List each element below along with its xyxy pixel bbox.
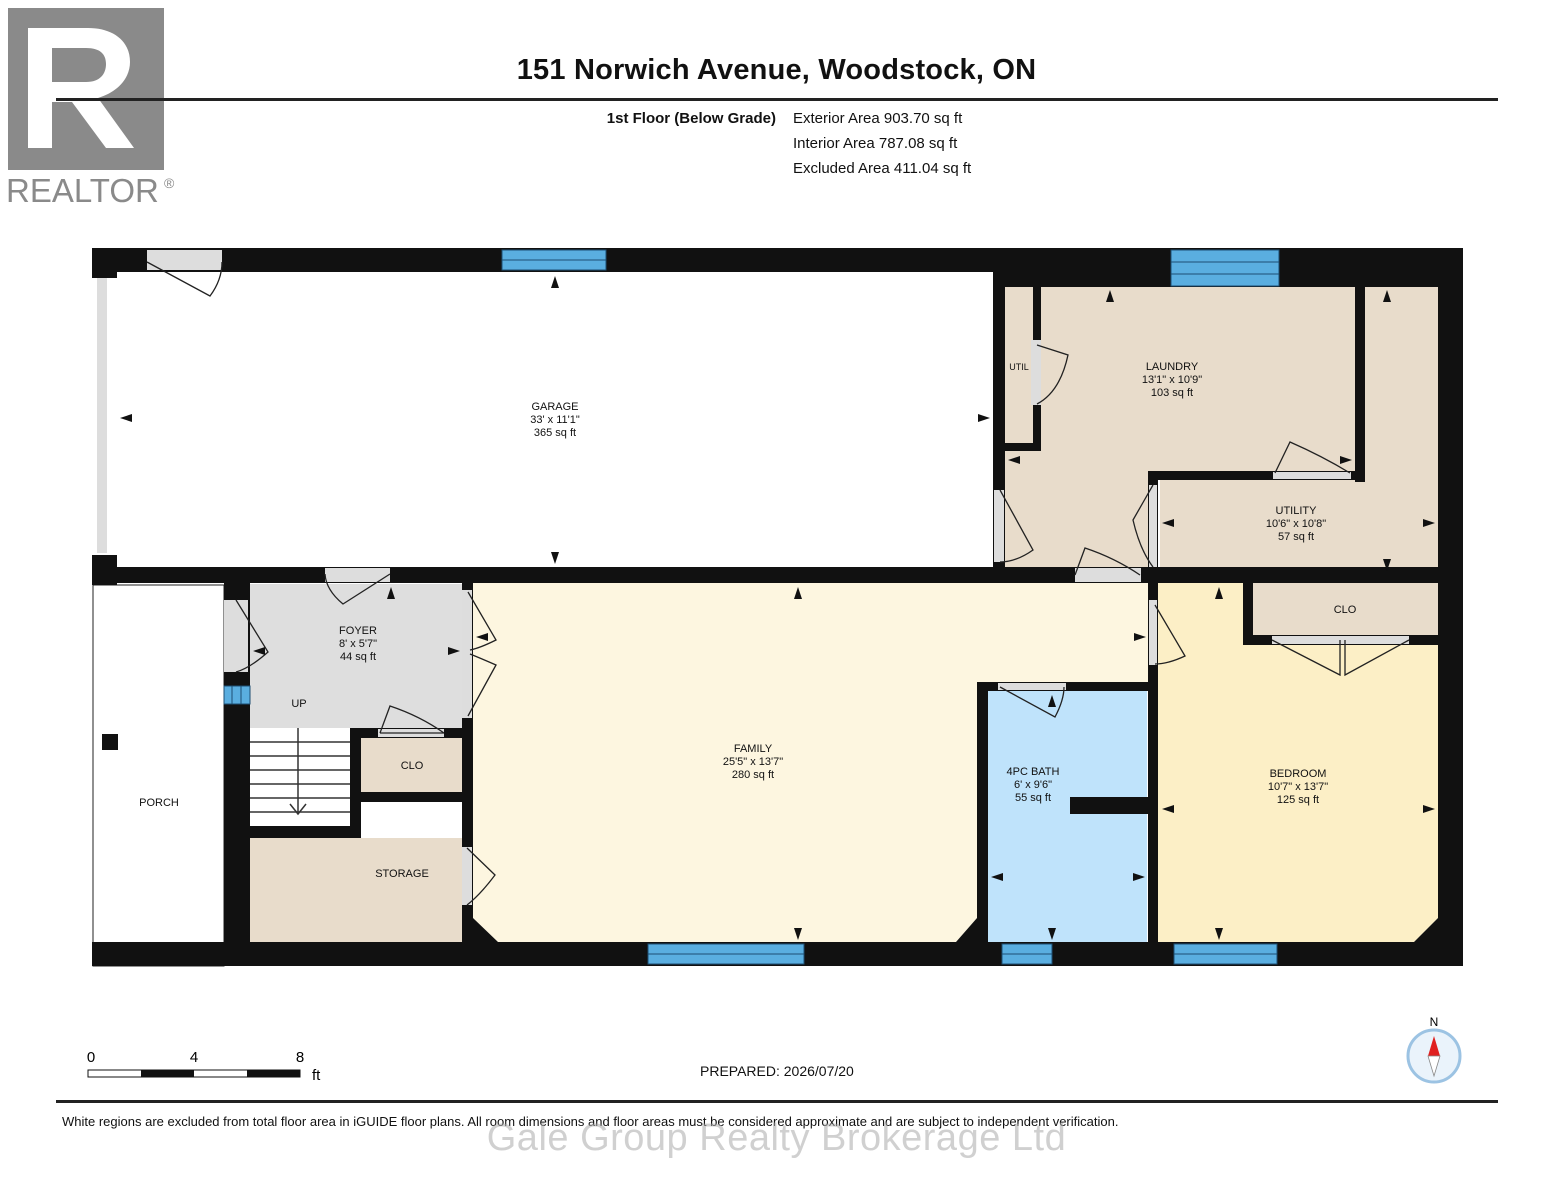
compass-icon: N [1406, 1015, 1462, 1084]
garage-name: GARAGE [531, 401, 578, 413]
dimension-arrows [120, 276, 1435, 940]
scale-bar: 0 4 8 ft [87, 1049, 321, 1084]
clo-foyer-floor [361, 738, 462, 792]
foyer-area: 44 sq ft [340, 651, 376, 663]
logo-text: REALTOR [6, 172, 159, 209]
util-name: UTIL [1009, 362, 1029, 372]
bedroom-name: BEDROOM [1270, 768, 1327, 780]
disclaimer: White regions are excluded from total fl… [62, 1114, 1119, 1129]
laundry-floor [1005, 287, 1355, 567]
staircase [250, 728, 350, 816]
bedroom-floor [1158, 583, 1438, 942]
utility-floor [1160, 480, 1438, 573]
garage-dims: 33' x 11'1" [530, 414, 580, 426]
clo-bedroom-name: CLO [1334, 604, 1357, 616]
foyer-dims: 8' x 5'7" [339, 638, 377, 650]
porch-post [102, 734, 118, 750]
laundry-name: LAUNDRY [1146, 361, 1199, 373]
foyer-floor [250, 584, 462, 728]
bath-floor [988, 691, 1147, 942]
bedroom-dims: 10'7" x 13'7" [1268, 781, 1328, 793]
clo-bedroom-floor [1253, 583, 1438, 635]
footer-divider [56, 1100, 1498, 1103]
clo-foyer-name: CLO [401, 760, 424, 772]
foyer-name: FOYER [339, 625, 377, 637]
bath-name: 4PC BATH [1007, 766, 1060, 778]
prepared-date: PREPARED: 2026/07/20 [700, 1063, 854, 1079]
stairs-floor [250, 728, 350, 826]
porch-name: PORCH [139, 797, 179, 809]
laundry-dims: 13'1" x 10'9" [1142, 374, 1202, 386]
compass-north-label: N [1430, 1015, 1439, 1029]
bath-area: 55 sq ft [1015, 792, 1051, 804]
storage-name: STORAGE [375, 868, 429, 880]
floor-label: 1st Floor (Below Grade) [606, 110, 776, 127]
excluded-area: Excluded Area 411.04 sq ft [793, 160, 972, 177]
interior-area: Interior Area 787.08 sq ft [793, 135, 958, 152]
scale-label-4: 4 [190, 1049, 198, 1066]
garage-floor [117, 272, 993, 567]
room-labels: GARAGE 33' x 11'1" 365 sq ft LAUNDRY 13'… [139, 361, 1357, 880]
header-divider [56, 98, 1498, 101]
exterior-area: Exterior Area 903.70 sq ft [793, 110, 963, 127]
laundry-alcove-floor [1365, 287, 1438, 482]
scale-unit: ft [312, 1067, 321, 1084]
window-mullions [231, 259, 1279, 955]
porch-post [102, 946, 118, 962]
scale-label-0: 0 [87, 1049, 95, 1066]
storage-floor [250, 838, 462, 942]
scale-label-8: 8 [296, 1049, 304, 1066]
family-dims: 25'5" x 13'7" [723, 756, 783, 768]
garage-area: 365 sq ft [534, 427, 576, 439]
family-area: 280 sq ft [732, 769, 774, 781]
util-floor [1005, 287, 1033, 443]
bedroom-area: 125 sq ft [1277, 794, 1319, 806]
utility-area: 57 sq ft [1278, 531, 1314, 543]
realtor-logo: REALTOR ® [6, 8, 175, 209]
family-floor [473, 583, 1148, 942]
brokerage-watermark: Gale Group Realty Brokerage Ltd [486, 1117, 1067, 1159]
page-title: 151 Norwich Avenue, Woodstock, ON [516, 54, 1037, 86]
stairs-up-label: UP [291, 698, 306, 710]
porch-floor [92, 584, 225, 967]
logo-reg: ® [164, 175, 175, 191]
bath-dims: 6' x 9'6" [1014, 779, 1052, 791]
utility-name: UTILITY [1276, 505, 1318, 517]
family-name: FAMILY [734, 743, 773, 755]
door-swings [146, 261, 1410, 906]
utility-dims: 10'6" x 10'8" [1266, 518, 1326, 530]
laundry-area: 103 sq ft [1151, 387, 1193, 399]
